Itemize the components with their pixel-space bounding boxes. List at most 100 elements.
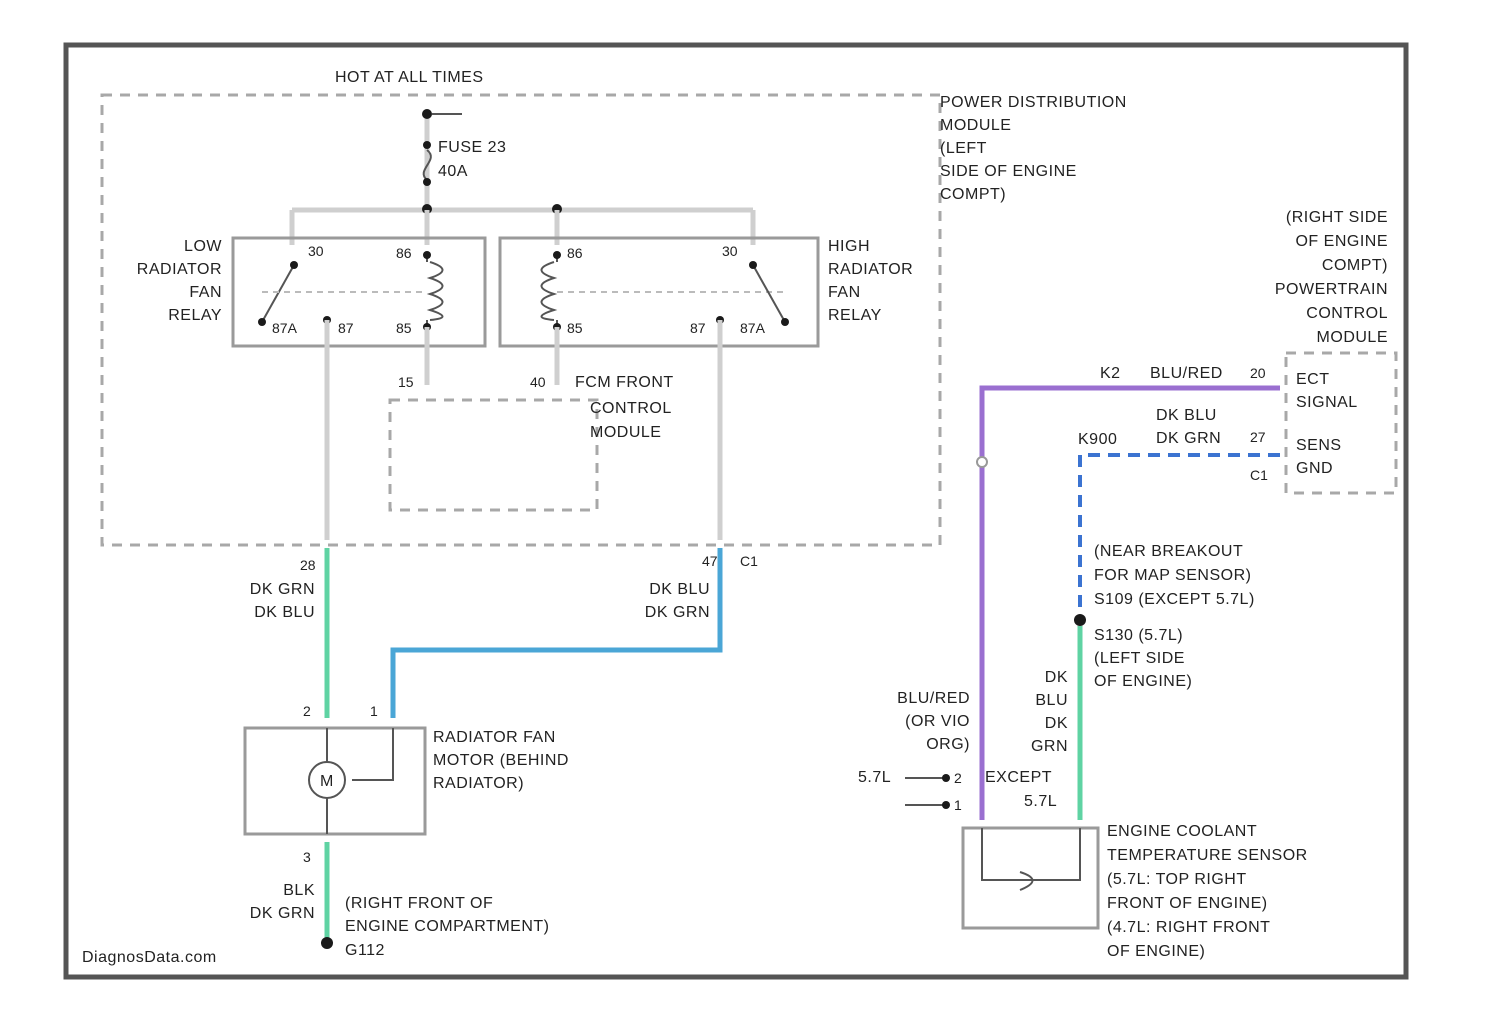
watermark: DiagnosData.com [82,949,217,966]
svg-text:(5.7L: TOP RIGHT: (5.7L: TOP RIGHT [1107,871,1247,888]
splice-s109-node [1074,614,1086,626]
low-relay-label: LOW RADIATOR FAN RELAY [137,238,223,324]
hot-at-all-times-node [422,109,432,119]
high-relay-87a-contact [781,318,789,326]
svg-text:RADIATOR: RADIATOR [137,261,222,278]
k2-wire-color: BLU/RED [1150,365,1223,382]
svg-text:DK BLU: DK BLU [254,604,315,621]
ect-signal-wire-color: BLU/RED (OR VIO ORG) [897,690,970,753]
high-pin-30: 30 [722,243,738,259]
pcm-connector-c1: C1 [1250,467,1268,483]
sens-gnd-wire-color: DK BLU DK GRN [1156,407,1221,447]
svg-text:FOR MAP SENSOR): FOR MAP SENSOR) [1094,567,1251,584]
ground-location-label: (RIGHT FRONT OF ENGINE COMPARTMENT) [345,895,549,935]
svg-text:SIGNAL: SIGNAL [1296,394,1358,411]
low-pin-86: 86 [396,245,412,261]
svg-text:BLU/RED: BLU/RED [897,690,970,707]
fuse-node-top [423,141,431,149]
low-relay-switch-arm [262,265,294,322]
svg-text:POWERTRAIN: POWERTRAIN [1275,281,1388,298]
svg-text:HIGH: HIGH [828,238,870,255]
pdm-connector-c1: C1 [740,553,758,569]
splice-left-label: S130 (5.7L) (LEFT SIDE OF ENGINE) [1094,627,1192,690]
fcm-label: FCM FRONT CONTROL MODULE [575,374,674,441]
ect-pin2-label: 2 [954,770,962,786]
ect-pin1-label: 1 [954,797,962,813]
ect-except-label: EXCEPT [985,769,1052,786]
k2-circuit-label: K2 [1100,365,1121,382]
svg-text:OF ENGINE): OF ENGINE) [1094,673,1192,690]
svg-text:DK GRN: DK GRN [250,581,315,598]
svg-text:CONTROL: CONTROL [590,400,672,417]
svg-text:SIDE OF ENGINE: SIDE OF ENGINE [940,163,1077,180]
svg-text:DK BLU: DK BLU [649,581,710,598]
ect-sensor-thermistor [982,828,1080,890]
low-out-wire-color: DK GRN DK BLU [250,581,315,621]
high-relay-motor-wire [393,548,720,718]
svg-text:DK GRN: DK GRN [645,604,710,621]
svg-text:MODULE: MODULE [940,117,1011,134]
svg-text:SENS: SENS [1296,437,1342,454]
fcm-pin-15: 15 [398,374,414,390]
svg-text:(LEFT SIDE: (LEFT SIDE [1094,650,1185,667]
svg-text:S109 (EXCEPT 5.7L): S109 (EXCEPT 5.7L) [1094,591,1255,608]
svg-text:RADIATOR: RADIATOR [828,261,913,278]
svg-text:(NEAR BREAKOUT: (NEAR BREAKOUT [1094,543,1243,560]
ect-pin1-node [942,801,950,809]
svg-text:COMPT): COMPT) [1322,257,1388,274]
pdm-outline [102,95,940,545]
low-pin-85: 85 [396,320,412,336]
svg-text:GRN: GRN [1031,738,1068,755]
motor-symbol-label: M [320,773,334,790]
svg-text:DK: DK [1045,715,1068,732]
hot-at-all-times-label: HOT AT ALL TIMES [335,69,484,86]
high-relay-coil [542,255,558,327]
ground-wire-color: BLK DK GRN [250,882,315,922]
splice-map-label: (NEAR BREAKOUT FOR MAP SENSOR) S109 (EXC… [1094,543,1255,608]
motor-pin-2: 2 [303,703,311,719]
ect-signal-inline-connector [977,457,987,467]
svg-text:BLU: BLU [1035,692,1068,709]
svg-text:MODULE: MODULE [590,424,661,441]
high-pin-87: 87 [690,320,706,336]
low-fan-relay [233,238,485,346]
high-relay-86-node [553,251,561,259]
svg-text:BLK: BLK [283,882,315,899]
pdm-out-pin-47: 47 [702,553,718,569]
low-relay-87a-contact [258,318,266,326]
svg-text:TEMPERATURE SENSOR: TEMPERATURE SENSOR [1107,847,1308,864]
pdm-label: POWER DISTRIBUTION MODULE (LEFT SIDE OF … [940,94,1127,203]
svg-text:DK BLU: DK BLU [1156,407,1217,424]
svg-text:COMPT): COMPT) [940,186,1006,203]
svg-text:ORG): ORG) [926,736,970,753]
high-pin-85: 85 [567,320,583,336]
svg-text:LOW: LOW [184,238,222,255]
pcm-sens-gnd-label: SENS GND [1296,437,1342,477]
motor-internal-wire-b [352,728,393,780]
fcm-pin-40: 40 [530,374,546,390]
motor-pin-1: 1 [370,703,378,719]
svg-text:(RIGHT FRONT OF: (RIGHT FRONT OF [345,895,493,912]
svg-text:FAN: FAN [189,284,222,301]
fuse-node-bottom [423,178,431,186]
svg-text:MOTOR (BEHIND: MOTOR (BEHIND [433,752,569,769]
high-relay-switch-pivot [749,261,757,269]
fuse-label: FUSE 23 [438,139,506,156]
svg-text:RADIATOR FAN: RADIATOR FAN [433,729,556,746]
svg-text:DK GRN: DK GRN [250,905,315,922]
pcm-pin-27: 27 [1250,429,1266,445]
svg-text:FCM FRONT: FCM FRONT [575,374,674,391]
svg-text:MODULE: MODULE [1317,329,1388,346]
ground-g112-node [321,937,333,949]
svg-text:(LEFT: (LEFT [940,140,987,157]
svg-text:ENGINE COMPARTMENT): ENGINE COMPARTMENT) [345,918,549,935]
ect-pin2-node [942,774,950,782]
pcm-pin-20: 20 [1250,365,1266,381]
high-out-wire-color: DK BLU DK GRN [645,581,710,621]
svg-text:FRONT OF ENGINE): FRONT OF ENGINE) [1107,895,1268,912]
svg-text:OF ENGINE: OF ENGINE [1295,233,1388,250]
svg-text:POWER DISTRIBUTION: POWER DISTRIBUTION [940,94,1127,111]
svg-text:DK: DK [1045,669,1068,686]
svg-text:S130 (5.7L): S130 (5.7L) [1094,627,1183,644]
